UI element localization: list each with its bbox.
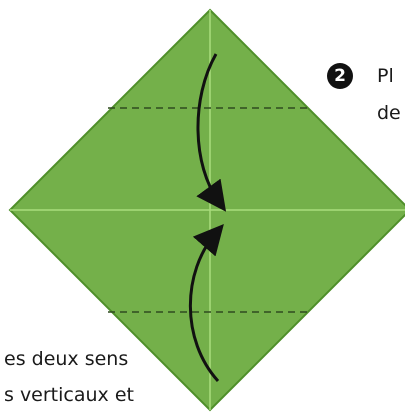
step-instruction-line-2: de (377, 102, 401, 124)
step-number-badge: 2 (327, 63, 353, 89)
curved-arrow-down-icon (196, 53, 227, 212)
step-number-label: 2 (327, 63, 353, 89)
previous-instruction-line-1: es deux sens (4, 348, 129, 370)
previous-instruction-line-2: s verticaux et (4, 384, 134, 406)
step-instruction-line-1: Pl (377, 65, 394, 87)
curved-arrow-up-icon (188, 223, 224, 383)
